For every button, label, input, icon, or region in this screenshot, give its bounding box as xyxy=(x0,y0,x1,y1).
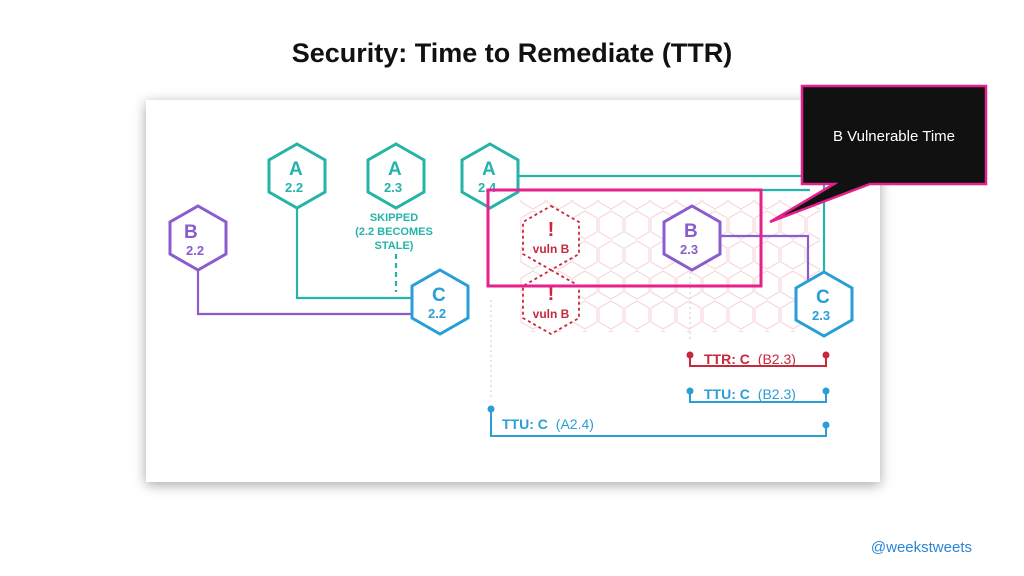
node-c23: C 2.3 xyxy=(794,270,854,338)
measure-ttr: TTR: C (B2.3) xyxy=(686,351,830,367)
callout-text: B Vulnerable Time xyxy=(833,128,955,145)
skipped-note-line1: SKIPPED xyxy=(370,212,418,224)
node-c22-letter: C xyxy=(432,285,446,306)
node-vuln-b-2-symbol: ! xyxy=(548,283,555,305)
measure-ttu-b-label: TTU: C xyxy=(704,386,750,402)
connector-b23-c23 xyxy=(720,234,810,280)
node-a22: A 2.2 xyxy=(267,142,327,210)
node-a22-letter: A xyxy=(289,159,303,180)
node-vuln-b-1: ! vuln B xyxy=(522,204,580,272)
node-vuln-b-2-label: vuln B xyxy=(533,307,570,321)
author-handle: @weekstweets xyxy=(870,539,972,556)
node-b22-version: 2.2 xyxy=(186,243,204,258)
measure-ttr-label: TTR: C xyxy=(704,351,750,367)
node-a22-version: 2.2 xyxy=(285,180,303,195)
svg-text:TTU: C (B2.3): TTU: C (B2.3) xyxy=(704,386,796,402)
node-a23-version: 2.3 xyxy=(384,180,402,195)
callout-bubble: B Vulnerable Time xyxy=(769,84,988,224)
slide-title: Security: Time to Remediate (TTR) xyxy=(291,38,733,68)
measure-ttu-b-ref: (B2.3) xyxy=(758,386,796,402)
node-c23-version: 2.3 xyxy=(812,308,830,323)
node-b23: B 2.3 xyxy=(662,204,722,272)
node-b23-version: 2.3 xyxy=(680,242,698,257)
measure-ttu-b: TTU: C (B2.3) xyxy=(686,386,830,403)
measure-ttu-a: TTU: C (A2.4) xyxy=(487,405,830,437)
svg-text:TTR: C (B2.3): TTR: C (B2.3) xyxy=(704,351,796,367)
node-c22: C 2.2 xyxy=(410,268,470,336)
skipped-note-line2: (2.2 BECOMES xyxy=(355,226,433,238)
node-vuln-b-1-label: vuln B xyxy=(533,242,570,256)
node-a24: A 2.4 xyxy=(460,142,520,210)
connector-b22-c22 xyxy=(196,270,412,316)
node-b22-letter: B xyxy=(184,222,198,243)
skipped-note-line3: STALE) xyxy=(375,240,414,252)
vulnerable-time-highlight xyxy=(486,188,763,288)
connector-a22-c22 xyxy=(295,206,412,300)
node-a23: A 2.3 xyxy=(366,142,426,210)
node-b22: B 2.2 xyxy=(168,204,228,272)
node-vuln-b-1-symbol: ! xyxy=(548,219,555,241)
measure-ttu-a-label: TTU: C xyxy=(502,416,548,432)
node-c23-letter: C xyxy=(816,287,830,308)
node-a23-letter: A xyxy=(388,159,402,180)
node-a24-letter: A xyxy=(482,159,496,180)
svg-text:TTU: C (A2.4): TTU: C (A2.4) xyxy=(502,416,594,432)
measure-ttr-ref: (B2.3) xyxy=(758,351,796,367)
node-b23-letter: B xyxy=(684,221,698,242)
measure-ttu-a-ref: (A2.4) xyxy=(556,416,594,432)
node-c22-version: 2.2 xyxy=(428,306,446,321)
